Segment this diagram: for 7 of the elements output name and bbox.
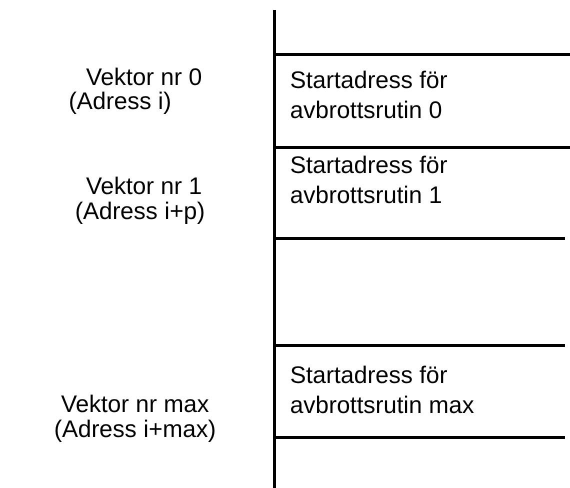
vector-label: Vektor nr max [60, 391, 210, 419]
address-label: (Adress i+max) [52, 416, 218, 444]
address-label: (Adress i+p) [74, 198, 206, 226]
memory-cell: Startadress för avbrottsrutin max [276, 344, 565, 439]
memory-cell: Startadress för avbrottsrutin 0 [276, 53, 570, 149]
memory-cell: Startadress för avbrottsrutin 1 [276, 149, 565, 240]
vector-label: Vektor nr 1 [84, 173, 204, 201]
